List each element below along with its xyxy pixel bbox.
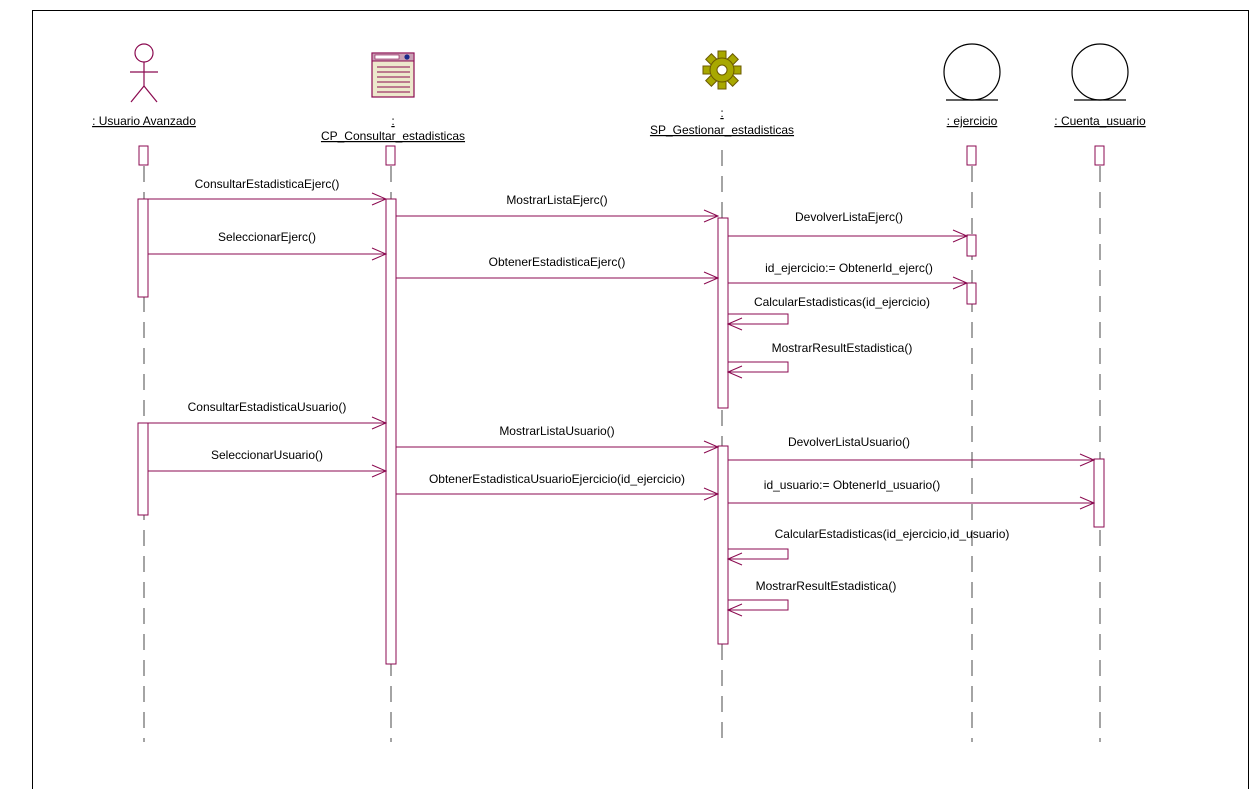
message-label: DevolverListaEjerc() (795, 210, 903, 224)
message-arrow (148, 464, 388, 478)
participant-sp-name: SP_Gestionar_estadisticas (650, 123, 794, 137)
activation-cp (385, 198, 397, 665)
message-label: SeleccionarEjerc() (218, 230, 316, 244)
message-arrow (728, 229, 969, 243)
message-arrow (396, 209, 720, 223)
message-label: MostrarListaUsuario() (499, 424, 614, 438)
participant-cp-colon: : (391, 114, 394, 128)
self-message-arrow (726, 599, 789, 617)
message-arrow (148, 416, 388, 430)
gear-icon (702, 50, 742, 90)
participant-usuario-name: : Usuario Avanzado (92, 114, 196, 128)
activation-usuario-1 (137, 198, 149, 298)
message-label: ConsultarEstadisticaUsuario() (188, 400, 347, 414)
participant-sp-colon: : (720, 106, 723, 120)
activation-sp-1 (717, 217, 729, 409)
entity-icon (1071, 43, 1129, 101)
message-label: DevolverListaUsuario() (788, 435, 910, 449)
activation-usuario-2 (137, 422, 149, 516)
participant-ejercicio-name: : ejercicio (947, 114, 998, 128)
activation-ejercicio-head (966, 145, 977, 166)
message-arrow (148, 192, 388, 206)
activation-sp-2 (717, 445, 729, 645)
self-message-arrow (726, 313, 789, 331)
message-label: CalcularEstadisticas(id_ejercicio) (754, 295, 930, 309)
message-label: SeleccionarUsuario() (211, 448, 323, 462)
activation-ejercicio-1 (966, 234, 977, 257)
message-label: ConsultarEstadisticaEjerc() (195, 177, 340, 191)
message-arrow (148, 247, 388, 261)
message-arrow (728, 496, 1096, 510)
message-arrow (728, 276, 969, 290)
self-message-arrow (726, 548, 789, 566)
message-arrow (396, 487, 720, 501)
entity-icon (943, 43, 1001, 101)
activation-cp-head (385, 145, 396, 166)
message-label: ObtenerEstadisticaUsuarioEjercicio(id_ej… (429, 472, 685, 486)
participant-cuenta-name: : Cuenta_usuario (1054, 114, 1146, 128)
message-label: CalcularEstadisticas(id_ejercicio,id_usu… (775, 527, 1010, 541)
message-label: id_ejercicio:= ObtenerId_ejerc() (765, 261, 933, 275)
form-window-icon (371, 52, 415, 98)
activation-cuenta-head (1094, 145, 1105, 166)
diagram-border (32, 10, 1249, 789)
message-label: ObtenerEstadisticaEjerc() (489, 255, 626, 269)
activation-usuario-head (138, 145, 149, 166)
message-label: id_usuario:= ObtenerId_usuario() (764, 478, 940, 492)
message-label: MostrarResultEstadistica() (756, 579, 897, 593)
actor-icon (130, 43, 158, 103)
activation-cuenta (1093, 458, 1105, 528)
message-label: MostrarResultEstadistica() (772, 341, 913, 355)
message-arrow (396, 271, 720, 285)
message-arrow (728, 453, 1096, 467)
message-arrow (396, 440, 720, 454)
self-message-arrow (726, 361, 789, 379)
activation-ejercicio-2 (966, 282, 977, 305)
participant-cp-name: CP_Consultar_estadisticas (321, 129, 465, 143)
message-label: MostrarListaEjerc() (506, 193, 607, 207)
